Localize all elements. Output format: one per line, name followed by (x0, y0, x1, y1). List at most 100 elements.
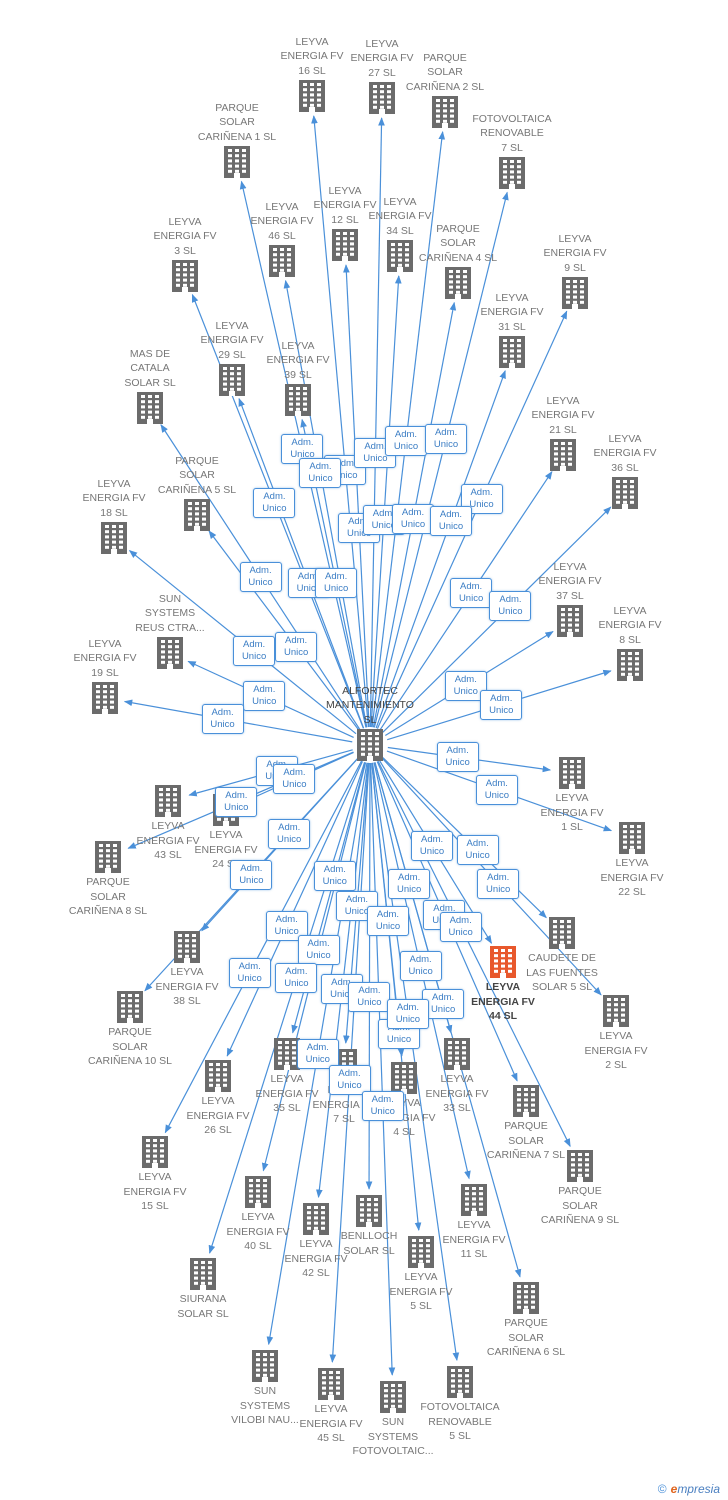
role-badge-adm-unico[interactable]: Adm. Unico (243, 681, 286, 712)
company-node[interactable]: LEYVA ENERGIA FV 8 SL (570, 604, 690, 681)
company-node[interactable]: LEYVA ENERGIA FV 26 SL (158, 1060, 278, 1138)
company-node[interactable]: PARQUE SOLAR CARIÑENA 6 SL (466, 1282, 586, 1360)
building-icon (137, 392, 163, 424)
company-node[interactable]: SUN SYSTEMS VILOBI NAU... (205, 1350, 325, 1428)
role-badge-adm-unico[interactable]: Adm. Unico (366, 906, 409, 937)
company-node[interactable]: CAUDETE DE LAS FUENTES SOLAR 5 SL (502, 917, 622, 995)
role-badge-adm-unico[interactable]: Adm. Unico (315, 567, 358, 598)
role-badge-adm-unico[interactable]: Adm. Unico (399, 951, 442, 982)
role-badge-adm-unico[interactable]: Adm. Unico (450, 578, 493, 609)
role-badge-adm-unico[interactable]: Adm. Unico (299, 457, 342, 488)
company-node[interactable]: LEYVA ENERGIA FV 12 SL (285, 184, 405, 261)
company-node[interactable]: LEYVA ENERGIA FV 36 SL (565, 432, 685, 509)
company-node[interactable]: PARQUE SOLAR CARIÑENA 1 SL (177, 101, 297, 178)
role-badge-adm-unico[interactable]: Adm. Unico (201, 703, 244, 734)
role-badge-adm-unico[interactable]: Adm. Unico (268, 819, 311, 850)
company-node[interactable]: PARQUE SOLAR CARIÑENA 9 SL (520, 1150, 640, 1228)
company-node[interactable]: LEYVA ENERGIA FV 31 SL (452, 291, 572, 368)
role-badge-adm-unico[interactable]: Adm. Unico (439, 911, 482, 942)
company-node[interactable]: LEYVA ENERGIA FV 19 SL (45, 637, 165, 714)
role-badge-adm-unico[interactable]: Adm. Unico (335, 890, 378, 921)
company-node[interactable]: LEYVA ENERGIA FV 33 SL (397, 1038, 517, 1116)
role-badge-adm-unico[interactable]: Adm. Unico (361, 1090, 404, 1121)
role-badge-adm-unico[interactable]: Adm. Unico (436, 742, 479, 773)
building-icon (387, 240, 413, 272)
company-node[interactable]: SUN SYSTEMS FOTOVOLTAIC... (333, 1381, 453, 1459)
company-node[interactable]: BENLLOCH SOLAR SL (309, 1195, 429, 1258)
company-node[interactable]: PARQUE SOLAR CARIÑENA 2 SL (385, 51, 505, 128)
role-badge-adm-unico[interactable]: Adm. Unico (239, 562, 282, 593)
role-badge-adm-unico[interactable]: Adm. Unico (354, 437, 397, 468)
company-node[interactable]: PARQUE SOLAR CARIÑENA 10 SL (70, 991, 190, 1069)
role-badge-adm-unico[interactable]: Adm. Unico (313, 860, 356, 891)
role-badge-adm-unico[interactable]: Adm. Unico (386, 998, 429, 1029)
role-badge-adm-unico[interactable]: Adm. Unico (411, 831, 454, 862)
company-node[interactable]: LEYVA ENERGIA FV 34 SL (340, 195, 460, 272)
role-badge-adm-unico[interactable]: Adm. Unico (392, 504, 434, 535)
company-name: LEYVA ENERGIA FV 1 SL (540, 792, 604, 833)
building-icon (603, 995, 629, 1027)
role-badge-adm-unico[interactable]: Adm. Unico (253, 487, 296, 518)
role-badge-adm-unico[interactable]: Adm. Unico (489, 591, 532, 622)
company-node[interactable]: LEYVA ENERGIA FV 2 SL (556, 995, 676, 1073)
role-badge-adm-unico[interactable]: Adm. Unico (230, 859, 273, 890)
role-badge-adm-unico[interactable]: Adm. Unico (460, 484, 503, 515)
role-badge-adm-unico[interactable]: Adm. Unico (429, 505, 472, 536)
company-node[interactable]: MAS DE CATALA SOLAR SL (90, 347, 210, 424)
company-node[interactable]: LEYVA ENERGIA FV 46 SL (222, 200, 342, 277)
relationship-edge (369, 117, 385, 728)
role-badge-adm-unico[interactable]: Adm. Unico (384, 426, 427, 457)
company-node[interactable]: LEYVA ENERGIA FV 16 SL (252, 35, 372, 112)
role-badge-adm-unico[interactable]: Adm. Unico (233, 636, 276, 667)
role-badge-adm-unico[interactable]: Adm. Unico (480, 689, 523, 720)
role-badge-adm-unico[interactable]: Adm. Unico (296, 1038, 339, 1069)
company-node[interactable]: SIURANA SOLAR SL (143, 1258, 263, 1321)
footer-brand[interactable]: ©empresia (658, 1482, 720, 1496)
company-node[interactable]: PARQUE SOLAR CARIÑENA 5 SL (137, 454, 257, 531)
company-node[interactable]: LEYVA ENERGIA FV 40 SL (198, 1176, 318, 1254)
role-badge-adm-unico[interactable]: Adm. Unico (425, 423, 468, 454)
company-node[interactable]: LEYVA ENERGIA FV 11 SL (414, 1184, 534, 1262)
company-node[interactable]: FOTOVOLTAICA RENOVABLE 5 SL (400, 1366, 520, 1444)
role-badge-adm-unico[interactable]: Adm. Unico (328, 1065, 371, 1096)
role-badge-adm-unico[interactable]: Adm. Unico (228, 957, 271, 988)
company-node[interactable]: LEYVA ENERGIA FV 22 SL (572, 822, 692, 900)
role-badge-adm-unico[interactable]: Adm. Unico (477, 868, 520, 899)
company-node[interactable]: PARQUE SOLAR CARIÑENA 4 SL (398, 222, 518, 299)
role-badge-adm-unico[interactable]: Adm. Unico (297, 935, 340, 966)
building-icon (567, 1150, 593, 1182)
company-node[interactable]: FOTOVOLTAICA RENOVABLE 7 SL (452, 112, 572, 189)
role-badge-adm-unico[interactable]: Adm. Unico (275, 631, 318, 662)
company-node[interactable]: LEYVA ENERGIA FV 29 SL (172, 319, 292, 396)
company-node[interactable]: LEYVA ENERGIA FV 27 SL (322, 37, 442, 114)
company-node[interactable]: LEYVA ENERGIA FV 38 SL (127, 931, 247, 1009)
company-node[interactable]: LEYVA ENERGIA FV 39 SL (238, 339, 358, 416)
company-node[interactable]: LEYVA ENERGIA FV 3 SL (125, 215, 245, 292)
role-badge-adm-unico[interactable]: Adm. Unico (215, 787, 258, 818)
company-node[interactable]: LEYVA ENERGIA FV 44 SL (443, 946, 563, 1024)
role-badge-adm-unico[interactable]: Adm. Unico (475, 775, 518, 806)
company-node[interactable]: LEYVA ENERGIA FV 15 SL (95, 1136, 215, 1214)
role-badge-adm-unico[interactable]: Adm. Unico (275, 963, 318, 994)
company-node-center[interactable]: ALFORTEC MANTENIMIENTO SL (310, 684, 430, 761)
company-name: LEYVA ENERGIA FV 12 SL (313, 184, 377, 226)
company-node[interactable]: LEYVA ENERGIA FV 42 SL (256, 1203, 376, 1281)
role-badge-adm-unico[interactable]: Adm. Unico (388, 869, 431, 900)
role-badge-adm-unico[interactable]: Adm. Unico (444, 670, 487, 701)
role-badge-adm-unico[interactable]: Adm. Unico (273, 764, 316, 795)
company-node[interactable]: LEYVA ENERGIA FV 18 SL (54, 477, 174, 554)
company-node[interactable]: LEYVA ENERGIA FV 37 SL (510, 560, 630, 637)
company-node[interactable]: LEYVA ENERGIA FV 9 SL (515, 232, 635, 309)
role-badge-adm-unico[interactable]: Adm. Unico (348, 982, 391, 1013)
company-node[interactable]: LEYVA ENERGIA FV 5 SL (361, 1236, 481, 1314)
company-node[interactable]: LEYVA ENERGIA FV 1 SL (512, 757, 632, 835)
company-node[interactable]: LEYVA ENERGIA FV 45 SL (271, 1368, 391, 1446)
company-node[interactable]: SUN SYSTEMS REUS CTRA... (110, 592, 230, 669)
company-node[interactable]: PARQUE SOLAR CARIÑENA 8 SL (48, 841, 168, 919)
company-node[interactable]: LEYVA ENERGIA FV 35 SL (227, 1038, 347, 1116)
relationship-edge (370, 275, 402, 728)
company-node[interactable]: LEYVA ENERGIA FV 21 SL (503, 394, 623, 471)
company-node[interactable]: LEYVA ENERGIA FV 43 SL (108, 785, 228, 863)
company-node[interactable]: PARQUE SOLAR CARIÑENA 7 SL (466, 1085, 586, 1163)
role-badge-adm-unico[interactable]: Adm. Unico (456, 835, 499, 866)
